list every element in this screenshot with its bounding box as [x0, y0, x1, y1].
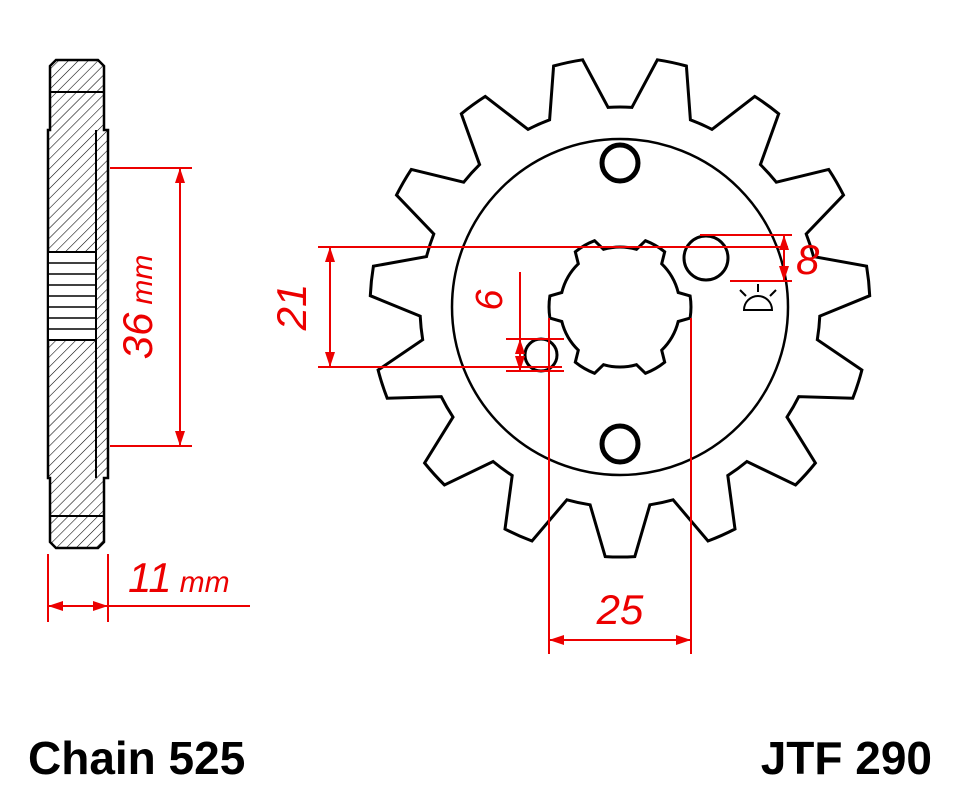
part-number-label: JTF 290	[761, 732, 932, 784]
pin-hole-large	[682, 234, 730, 282]
chain-size-label: Chain 525	[28, 732, 245, 784]
side-section-view	[46, 58, 110, 550]
stamp-mark-icon	[739, 284, 777, 311]
spline-section-lines	[48, 262, 96, 330]
dimension-25: 25	[548, 318, 692, 654]
dimension-21: 21	[268, 246, 788, 368]
dim-21-label: 21	[268, 284, 315, 332]
front-view	[368, 58, 872, 559]
dimension-8: 8	[700, 234, 820, 283]
dim-6-label: 6	[469, 289, 511, 311]
dimension-36mm: 36mm	[110, 167, 192, 447]
dimension-6: 6	[469, 272, 564, 372]
bolt-hole-top	[599, 142, 641, 184]
body-circle	[450, 137, 790, 477]
bolt-hole-bottom	[599, 423, 641, 465]
dim-36-label: 36mm	[114, 255, 161, 360]
dim-8-label: 8	[796, 236, 820, 283]
captions: Chain 525 JTF 290	[28, 732, 932, 784]
dim-25-label: 25	[596, 586, 644, 633]
